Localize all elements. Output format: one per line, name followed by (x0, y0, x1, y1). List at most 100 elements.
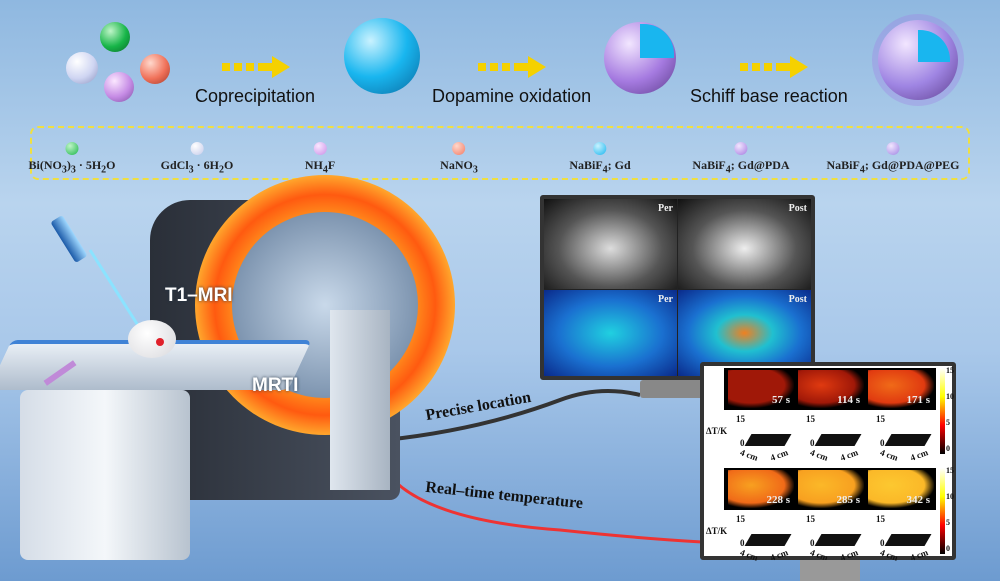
colorbar (940, 468, 945, 554)
colorbar-tick: 10 (946, 492, 954, 501)
legend-item: NaBiF4; Gd@PDA (692, 142, 790, 175)
surface-plot (884, 534, 932, 546)
z-max-label: 15 (876, 414, 885, 424)
axis-label: 4 cm (808, 447, 830, 463)
sphere-icon (593, 142, 607, 155)
legend-item: NaBiF4; Gd (569, 142, 631, 176)
colorbar-tick: 15 (946, 366, 954, 375)
thermal-image: 114 s (798, 370, 864, 408)
tumor-spot (156, 338, 164, 346)
monitor-stand (640, 380, 710, 398)
colorbar-tick: 0 (946, 444, 950, 453)
z-min-label: 0 (880, 438, 885, 448)
time-label: 114 s (837, 394, 860, 406)
legend-sub: 3 (70, 164, 76, 176)
mri-pre-label: Per (658, 203, 673, 214)
surface-plot (814, 434, 862, 446)
legend-text: O (106, 158, 116, 172)
mrti-label: MRTI (252, 375, 299, 396)
sphere-icon (313, 142, 327, 155)
time-label: 57 s (771, 394, 790, 406)
sphere-icon (886, 142, 900, 155)
time-label: 171 s (906, 394, 930, 406)
axis-label: 4 cm (878, 447, 900, 463)
mri-post-label: Post (788, 203, 807, 214)
z-min-label: 0 (810, 538, 815, 548)
z-max-label: 15 (806, 514, 815, 524)
mri-post-label: Post (788, 294, 807, 305)
step-schiff-base: Schiff base reaction (690, 86, 848, 106)
z-max-label: 15 (876, 514, 885, 524)
legend-text: NaBiF (569, 158, 603, 172)
z-max-label: 15 (736, 414, 745, 424)
surface-plot (814, 534, 862, 546)
mri-pre-label: Per (658, 294, 673, 305)
sphere-icon (452, 142, 466, 155)
legend-sub: 3 (61, 164, 67, 176)
scanner-side-panel (330, 310, 390, 490)
axis-label: 4 cm (908, 447, 930, 463)
gd-precursor-sphere (66, 52, 98, 84)
axis-label: 4 cm (768, 447, 790, 463)
legend-text: NaBiF (826, 158, 860, 172)
thermal-image: 57 s (728, 370, 794, 408)
nano3-sphere (140, 54, 170, 84)
mri-pre-image: Per (544, 199, 677, 289)
surface-plot (744, 534, 792, 546)
surface-plot (744, 434, 792, 446)
time-label: 342 s (906, 494, 930, 506)
mouse (128, 320, 176, 358)
t1-mri-label: T1–MRI (165, 285, 233, 306)
z-min-label: 0 (740, 538, 745, 548)
legend-text: NaBiF (692, 158, 726, 172)
z-min-label: 0 (740, 438, 745, 448)
legend-sub: 4 (322, 164, 328, 176)
legend-text: ; Gd@PDA@PEG (864, 158, 960, 172)
legend-text: ) (66, 158, 71, 172)
z-min-label: 0 (880, 538, 885, 548)
legend-text: F (327, 158, 336, 172)
step-coprecipitation: Coprecipitation (195, 86, 316, 106)
legend-sub: 3 (472, 164, 478, 176)
legend-text: ; Gd@PDA (730, 158, 790, 172)
arrow-icon (222, 56, 290, 78)
legend-item: Bi(NO3)3 · 5H2O (28, 142, 116, 176)
legend-text: O (224, 158, 234, 172)
colorbar-tick: 5 (946, 518, 950, 527)
time-label: 228 s (766, 494, 790, 506)
mri-post-image: Post (678, 199, 811, 289)
legend-text: ; Gd (607, 158, 631, 172)
sphere-icon (65, 142, 79, 155)
legend-sub: 3 (188, 164, 194, 176)
reagent-legend: Bi(NO3)3 · 5H2O GdCl3 · 6H2O NH4F NaNO3 … (28, 126, 970, 180)
legend-text: GdCl (160, 158, 189, 172)
sphere-icon (190, 142, 204, 155)
time-label: 285 s (836, 494, 860, 506)
mri-monitor: Per Post Per Post (540, 195, 815, 380)
arrow-icon (740, 56, 808, 78)
step-dopamine-oxidation: Dopamine oxidation (432, 86, 592, 106)
z-max-label: 15 (736, 514, 745, 524)
legend-text: · 6H (193, 158, 220, 172)
legend-sub: 4 (859, 164, 865, 176)
delta-t-label: ΔT/K (706, 526, 728, 536)
bed-base (20, 390, 190, 560)
colorbar-tick: 5 (946, 418, 950, 427)
delta-t-label: ΔT/K (706, 426, 728, 436)
mri-pre-color-image: Per (544, 290, 677, 376)
legend-text: Bi(NO (28, 158, 62, 172)
legend-text: NaNO (440, 158, 473, 172)
arrow-icon (478, 56, 546, 78)
nabif4-gd-sphere (344, 18, 420, 94)
bi-precursor-sphere (100, 22, 130, 52)
legend-item: NaBiF4; Gd@PDA@PEG (826, 142, 960, 176)
z-min-label: 0 (810, 438, 815, 448)
monitor-stand (800, 560, 860, 581)
mri-post-color-image: Post (678, 290, 811, 376)
thermal-image: 342 s (868, 470, 934, 508)
thermal-image: 228 s (728, 470, 794, 508)
legend-item: GdCl3 · 6H2O (160, 142, 234, 176)
legend-sub: 4 (602, 164, 608, 176)
legend-item: NH4F (305, 142, 335, 175)
legend-sub: 2 (219, 164, 225, 176)
